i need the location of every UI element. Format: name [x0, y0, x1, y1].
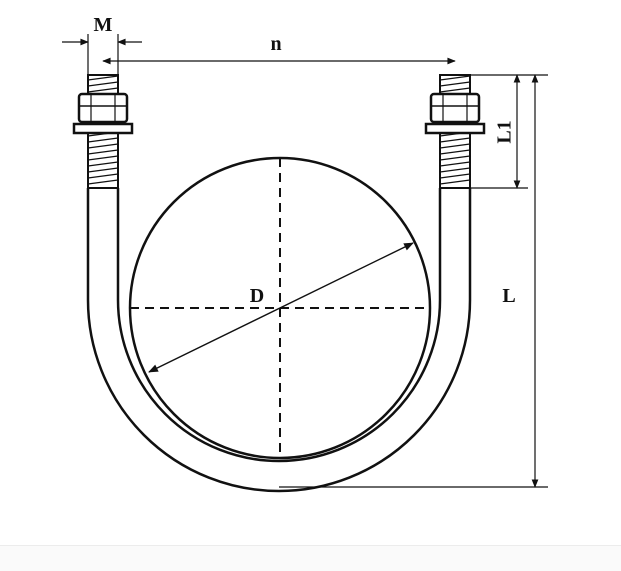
right-nut — [429, 92, 481, 124]
bottom-strip — [0, 545, 621, 571]
left-washer — [72, 122, 134, 135]
right-threaded-end — [424, 74, 486, 189]
u-bolt-body — [86, 188, 472, 493]
label-m: M — [94, 14, 113, 36]
label-d: D — [250, 285, 264, 307]
diameter-arrow — [148, 242, 414, 373]
right-washer — [424, 122, 486, 135]
left-nut — [77, 92, 129, 124]
left-threaded-end — [72, 74, 134, 189]
label-n: n — [270, 33, 281, 55]
label-l: L — [502, 285, 515, 307]
dimension-l — [279, 74, 548, 488]
label-l1: L1 — [494, 120, 516, 143]
dimension-m — [62, 34, 142, 75]
